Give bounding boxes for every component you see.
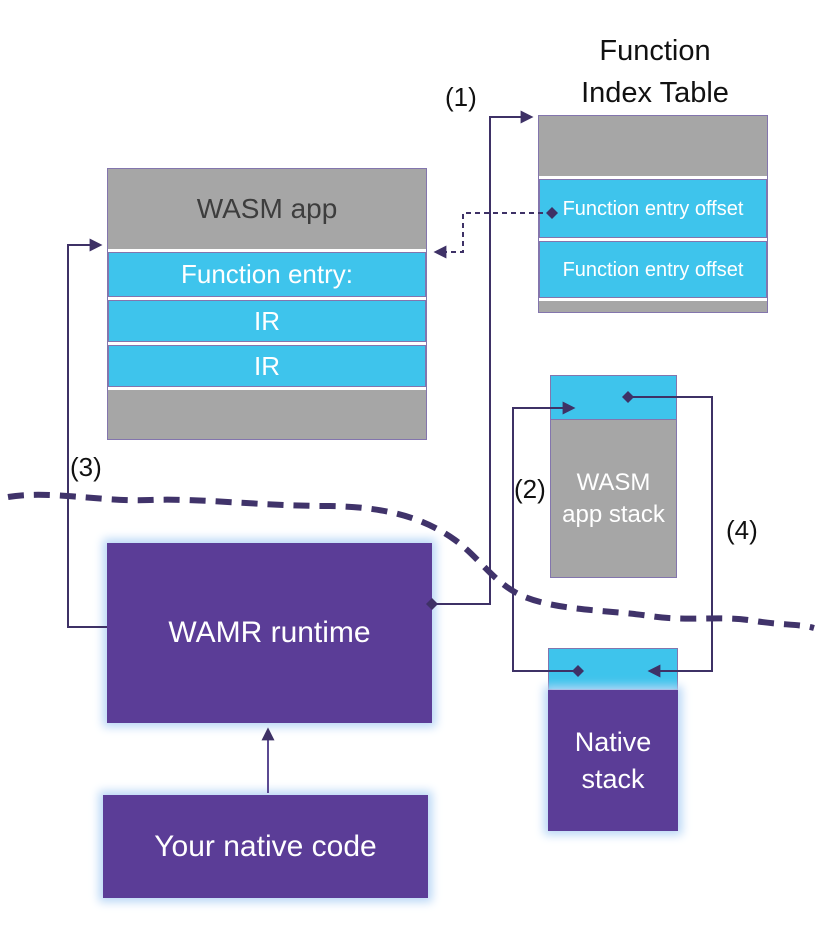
label-1: (1) (445, 82, 477, 112)
connector-3-wamr-to-wasm-app (67, 238, 107, 628)
function-index-table-top-segment (539, 116, 767, 176)
connector-1-wamr-to-index-table (426, 110, 534, 610)
your-native-code-box: Your native code (103, 795, 428, 898)
wasm-app-stack-top-bar (550, 375, 677, 420)
native-stack-top-bar (548, 648, 678, 690)
wasm-app-ir-row-1: IR (108, 297, 426, 342)
function-entry-offset-row-2: Function entry offset (539, 238, 767, 298)
native-stack-box: Native stack (548, 648, 678, 831)
wamr-runtime-box: WAMR runtime (107, 543, 432, 723)
wasm-app-footer (108, 387, 426, 439)
function-index-table-title: Function Index Table (581, 35, 729, 110)
wasm-app-stack-body: WASM app stack (550, 420, 677, 578)
native-stack-body: Native stack (548, 690, 678, 831)
label-2: (2) (514, 474, 546, 504)
wasm-app-function-entry-row: Function entry: (108, 249, 426, 297)
label-3: (3) (70, 452, 102, 482)
function-index-table-box: Function entry offset Function entry off… (538, 115, 768, 313)
wasm-app-ir-row-2: IR (108, 342, 426, 387)
connector-offset-to-function-entry (433, 207, 558, 259)
label-4: (4) (726, 515, 758, 545)
wasm-app-box: WASM app Function entry: IR IR (107, 168, 427, 440)
wasm-app-header: WASM app (108, 169, 426, 249)
function-entry-offset-row-1: Function entry offset (539, 176, 767, 238)
wasm-app-stack-box: WASM app stack (550, 375, 677, 578)
function-index-table-bottom-segment (539, 298, 767, 312)
